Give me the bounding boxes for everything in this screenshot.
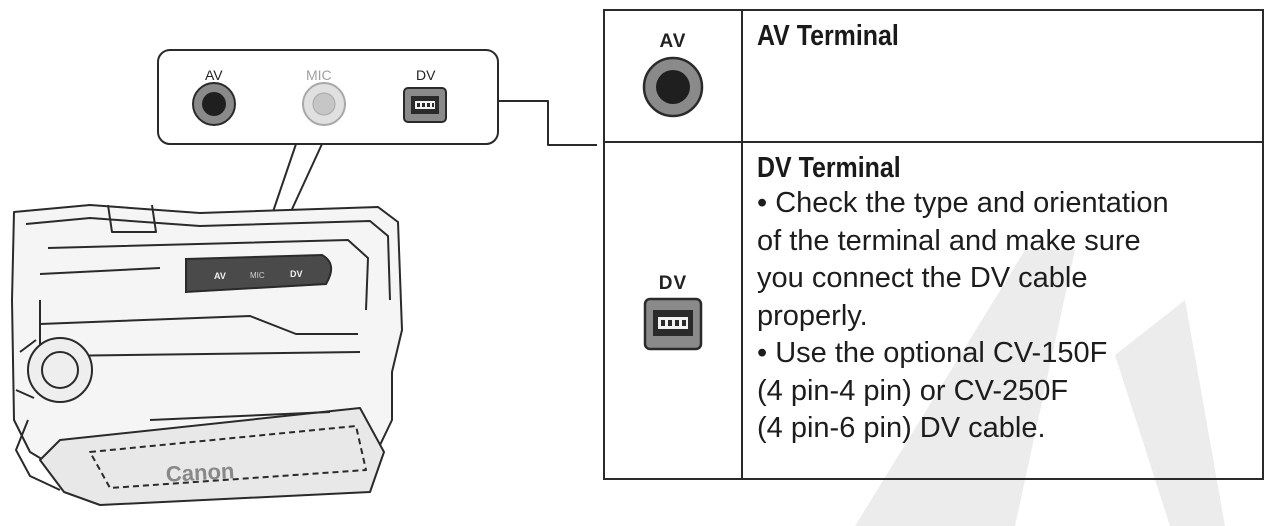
dv-port-icon <box>643 297 703 351</box>
body-label-dv: DV <box>290 269 303 279</box>
terminal-title: AV Terminal <box>757 20 899 52</box>
camcorder-illustration: AV MIC DV Canon AV MIC DV <box>11 49 597 506</box>
dv-icon-label: DV <box>658 273 688 294</box>
terminal-desc-cell: AV Terminal <box>741 9 1264 143</box>
note-line: (4 pin-4 pin) or CV-250F <box>757 374 1069 407</box>
panel-label-dv: DV <box>416 67 436 83</box>
terminal-icon-cell: DV <box>603 141 743 480</box>
note-line: of the terminal and make sure <box>757 224 1141 257</box>
av-icon-label: AV <box>659 31 687 52</box>
av-jack-icon <box>192 82 236 126</box>
note-line: you connect the DV cable <box>757 262 1088 294</box>
terminal-table: AV AV Terminal DV DV <box>603 9 1264 480</box>
body-label-av: AV <box>214 271 226 281</box>
terminal-desc-cell: DV Terminal • Check the type and orienta… <box>741 141 1264 480</box>
terminal-row-av: AV AV Terminal <box>603 9 1264 143</box>
av-jack-icon <box>642 56 704 118</box>
panel-label-av: AV <box>205 67 223 83</box>
terminal-row-dv: DV DV Terminal • Check the type and orie… <box>603 141 1264 480</box>
mode-dial <box>27 337 93 403</box>
terminal-title: DV Terminal <box>757 152 901 184</box>
panel-label-mic: MIC <box>306 67 332 83</box>
body-terminal-strip <box>185 253 333 294</box>
hand-strap <box>39 407 385 506</box>
mic-jack-icon <box>302 82 346 126</box>
terminal-icon-cell: AV <box>603 9 743 143</box>
body-label-mic: MIC <box>250 271 265 280</box>
brand-logo-text: Canon <box>165 458 235 487</box>
note-line: (4 pin-6 pin) DV cable. <box>757 412 1046 444</box>
note-line: • Use the optional CV-150F <box>757 337 1108 369</box>
dv-port-icon <box>403 87 447 123</box>
note-line: properly. <box>757 299 868 332</box>
leader-line <box>498 100 597 146</box>
note-line: • Check the type and orientation <box>757 187 1169 219</box>
